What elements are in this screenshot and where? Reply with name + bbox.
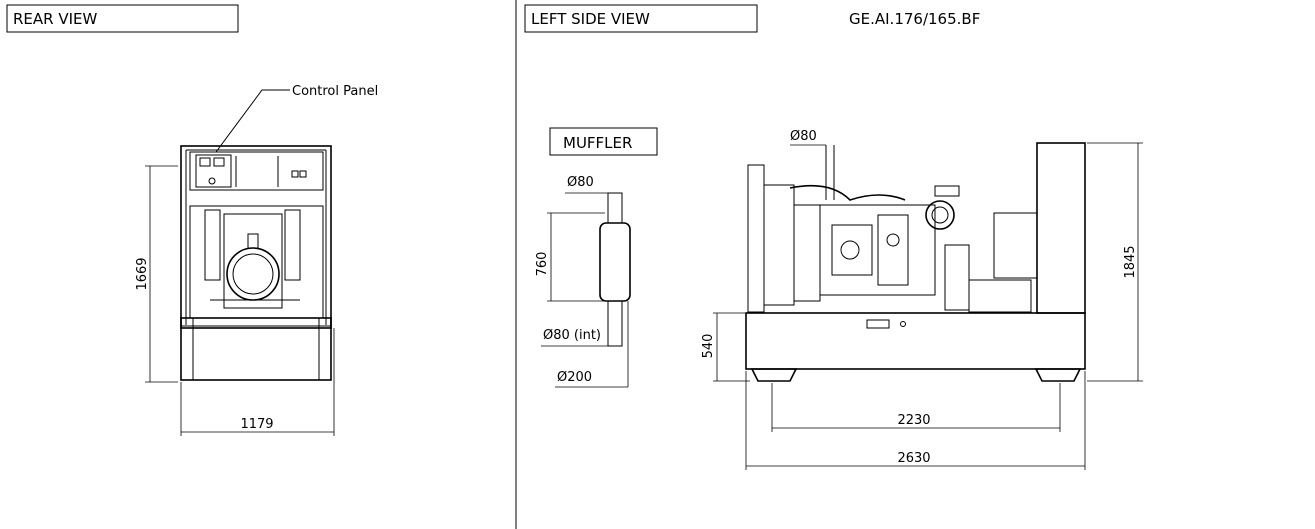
rear-housing [180, 145, 332, 329]
muffler-title-box [549, 127, 658, 156]
control-panel [195, 154, 232, 188]
rear-width-dim: 1179 [240, 417, 273, 432]
exhaust-pipe [789, 184, 906, 201]
rear-base [180, 317, 332, 381]
muffler-title: MUFFLER [563, 134, 632, 152]
rear-height-dim: 1669 [135, 257, 150, 290]
side-exhaust-dia: Ø80 [790, 129, 817, 144]
model-code: GE.AI.176/165.BF [849, 10, 980, 28]
control-panel-callout: Control Panel [292, 84, 378, 99]
muffler-view: MUFFLER Ø80 760 Ø80 (int) Ø200 [535, 127, 658, 388]
control-box [189, 151, 324, 191]
right-foot [1034, 368, 1082, 382]
alternator-fan [226, 247, 280, 301]
radiator [747, 164, 765, 313]
muffler-body [599, 222, 631, 302]
rear-view-title-box [6, 4, 239, 33]
base-height-dim: 540 [701, 334, 716, 359]
muffler-inner-dia: Ø80 (int) [543, 328, 601, 343]
left-side-view: LEFT SIDE VIEW GE.AI.176/165.BF Ø80 [524, 4, 1143, 470]
muffler-body-dia: Ø200 [557, 370, 592, 385]
muffler-height-dim: 760 [535, 252, 550, 277]
inner-length-dim: 2230 [897, 413, 930, 428]
base-frame [745, 312, 1086, 370]
control-panel-leader [215, 89, 290, 153]
rear-view: REAR VIEW Control Panel [6, 4, 378, 436]
side-enclosure [1036, 142, 1086, 314]
air-filter [925, 200, 955, 230]
side-view-title: LEFT SIDE VIEW [531, 10, 650, 28]
rear-view-title: REAR VIEW [13, 10, 98, 28]
side-view-title-box [524, 4, 758, 33]
total-height-dim: 1845 [1123, 245, 1138, 278]
left-foot [750, 368, 798, 382]
engine-block [819, 204, 936, 296]
total-length-dim: 2630 [897, 451, 930, 466]
muffler-top-dia: Ø80 [567, 175, 594, 190]
